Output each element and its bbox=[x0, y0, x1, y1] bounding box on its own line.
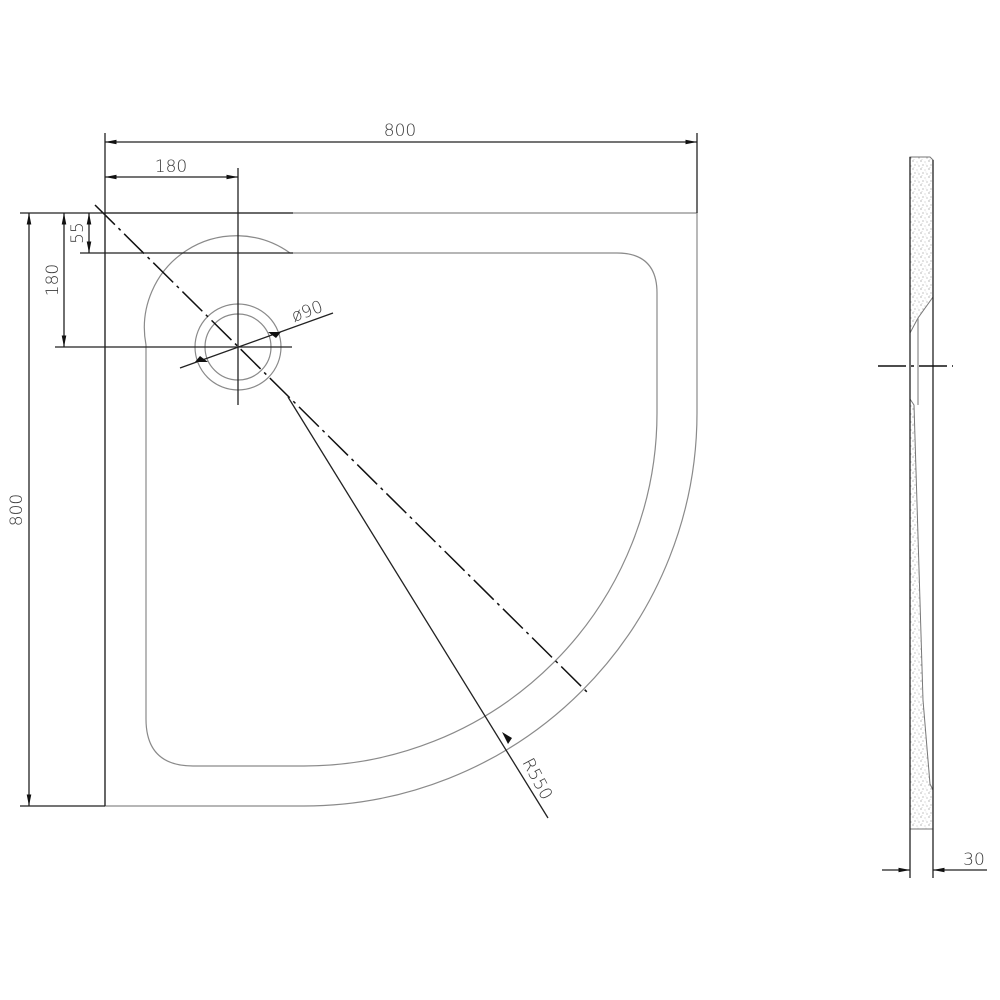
dim-height-label: 30 bbox=[963, 850, 985, 870]
radius-arrow-icon bbox=[502, 732, 512, 744]
dim-waste-y-label: 180 bbox=[43, 264, 63, 296]
diameter-leader bbox=[179, 312, 334, 369]
section-lower-hatch bbox=[909, 397, 934, 830]
diameter-arrow-right-icon bbox=[268, 332, 281, 338]
plan-view: R550 ø90 800 180 800 180 55 bbox=[7, 121, 698, 819]
side-section-view: 30 bbox=[878, 156, 987, 878]
diagonal-centerline bbox=[94, 204, 589, 694]
tray-inner-basin bbox=[143, 235, 658, 767]
diameter-label: ø90 bbox=[289, 297, 326, 327]
dim-depth-label: 800 bbox=[7, 494, 27, 526]
diameter-arrow-left-icon bbox=[195, 356, 208, 362]
dim-rim-label: 55 bbox=[68, 222, 88, 244]
section-upper-hatch bbox=[909, 156, 934, 334]
dim-waste-x-label: 180 bbox=[155, 157, 187, 177]
radius-leader bbox=[287, 396, 549, 819]
tray-outer-outline bbox=[104, 212, 698, 807]
dim-width-label: 800 bbox=[384, 121, 416, 141]
